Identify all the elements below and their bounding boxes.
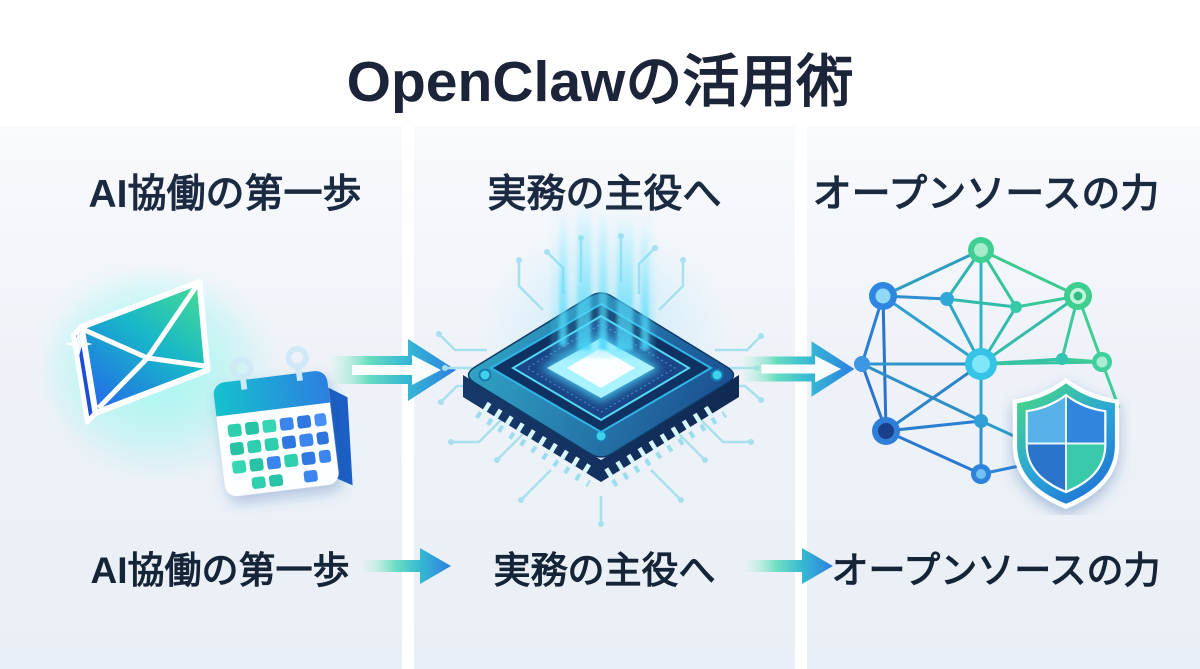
flow-arrow-icon: [332, 339, 456, 401]
flow-step-label-2: 実務の主役へ: [493, 550, 716, 591]
email-icon: [42, 262, 253, 458]
flow-arrow-icon: [364, 548, 451, 584]
column-header-1: AI協働の第一歩: [88, 173, 362, 216]
flow-step-label-1: AI協働の第一歩: [90, 550, 350, 591]
shield-icon: [1012, 378, 1120, 509]
flow-arrow-icon: [746, 548, 833, 584]
page-title: OpenClawの活用術: [346, 50, 854, 114]
cpu-chip-icon: [436, 198, 764, 527]
flow-arrow-icon: [743, 341, 855, 397]
column-header-3: オープンソースの力: [812, 173, 1160, 216]
flow-step-label-3: オープンソースの力: [831, 550, 1161, 591]
calendar-icon: [213, 345, 356, 497]
